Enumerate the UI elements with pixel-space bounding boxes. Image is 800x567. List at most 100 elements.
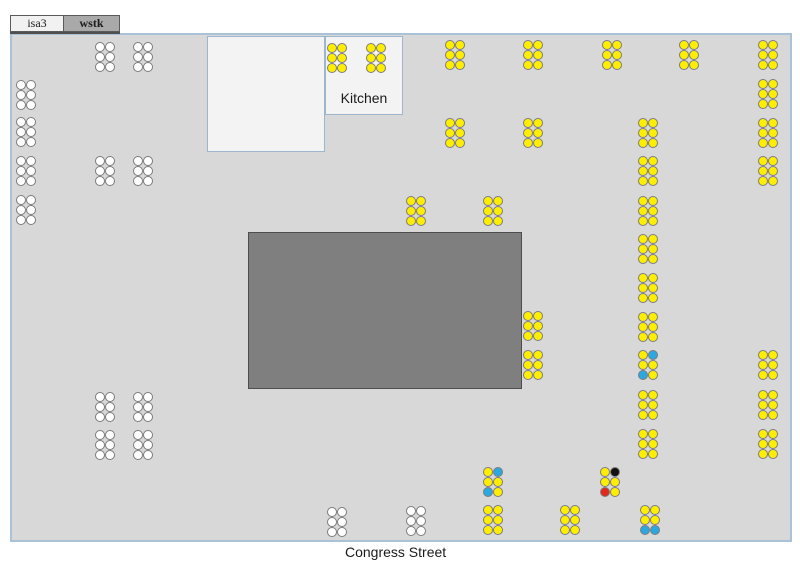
seat[interactable]: [768, 89, 778, 99]
table[interactable]: [133, 42, 153, 72]
seat[interactable]: [493, 525, 503, 535]
seat[interactable]: [758, 60, 768, 70]
seat[interactable]: [143, 52, 153, 62]
seat[interactable]: [105, 166, 115, 176]
seat[interactable]: [105, 430, 115, 440]
tab-wstk[interactable]: wstk: [64, 15, 120, 32]
seat[interactable]: [95, 166, 105, 176]
seat[interactable]: [105, 42, 115, 52]
table[interactable]: [638, 234, 658, 264]
table[interactable]: [638, 273, 658, 303]
seat[interactable]: [560, 525, 570, 535]
seat[interactable]: [16, 176, 26, 186]
seat[interactable]: [16, 156, 26, 166]
seat[interactable]: [105, 392, 115, 402]
seat[interactable]: [483, 515, 493, 525]
seat[interactable]: [327, 507, 337, 517]
seat[interactable]: [602, 60, 612, 70]
seat[interactable]: [133, 176, 143, 186]
seat[interactable]: [493, 477, 503, 487]
seat[interactable]: [95, 440, 105, 450]
seat[interactable]: [95, 52, 105, 62]
seat[interactable]: [406, 516, 416, 526]
seat[interactable]: [95, 62, 105, 72]
seat[interactable]: [758, 118, 768, 128]
seat[interactable]: [143, 166, 153, 176]
seat[interactable]: [26, 80, 36, 90]
seat[interactable]: [768, 156, 778, 166]
seat[interactable]: [26, 166, 36, 176]
seat[interactable]: [523, 50, 533, 60]
seat[interactable]: [133, 392, 143, 402]
seat[interactable]: [105, 62, 115, 72]
table[interactable]: [523, 40, 543, 70]
seat[interactable]: [612, 50, 622, 60]
seat[interactable]: [758, 40, 768, 50]
seat[interactable]: [143, 430, 153, 440]
seat[interactable]: [455, 128, 465, 138]
seat[interactable]: [638, 206, 648, 216]
seat[interactable]: [133, 42, 143, 52]
seat[interactable]: [493, 196, 503, 206]
seat[interactable]: [143, 392, 153, 402]
seat[interactable]: [376, 43, 386, 53]
seat[interactable]: [16, 215, 26, 225]
seat[interactable]: [758, 429, 768, 439]
seat[interactable]: [523, 138, 533, 148]
seat[interactable]: [768, 118, 778, 128]
table[interactable]: [758, 350, 778, 380]
seat[interactable]: [570, 525, 580, 535]
seat[interactable]: [600, 477, 610, 487]
seat[interactable]: [16, 90, 26, 100]
seat[interactable]: [493, 487, 503, 497]
seat[interactable]: [16, 80, 26, 90]
seat[interactable]: [26, 127, 36, 137]
seat[interactable]: [105, 156, 115, 166]
seat[interactable]: [455, 118, 465, 128]
seat[interactable]: [337, 527, 347, 537]
seat[interactable]: [768, 176, 778, 186]
seat[interactable]: [758, 89, 768, 99]
seat[interactable]: [533, 321, 543, 331]
seat[interactable]: [95, 412, 105, 422]
seat[interactable]: [648, 196, 658, 206]
seat[interactable]: [768, 40, 778, 50]
seat[interactable]: [493, 216, 503, 226]
seat[interactable]: [689, 40, 699, 50]
seat[interactable]: [638, 410, 648, 420]
seat[interactable]: [483, 216, 493, 226]
seat[interactable]: [648, 234, 658, 244]
seat[interactable]: [416, 516, 426, 526]
seat[interactable]: [638, 138, 648, 148]
seat[interactable]: [650, 525, 660, 535]
seat[interactable]: [105, 440, 115, 450]
seat[interactable]: [648, 293, 658, 303]
table[interactable]: [758, 118, 778, 148]
seat[interactable]: [638, 234, 648, 244]
seat[interactable]: [768, 439, 778, 449]
seat[interactable]: [758, 99, 768, 109]
seat[interactable]: [638, 156, 648, 166]
table[interactable]: [638, 156, 658, 186]
seat[interactable]: [648, 370, 658, 380]
seat[interactable]: [758, 79, 768, 89]
seat[interactable]: [26, 215, 36, 225]
seat[interactable]: [638, 283, 648, 293]
seat[interactable]: [758, 128, 768, 138]
seat[interactable]: [768, 449, 778, 459]
seat[interactable]: [376, 53, 386, 63]
seat[interactable]: [105, 176, 115, 186]
seat[interactable]: [327, 527, 337, 537]
seat[interactable]: [648, 156, 658, 166]
seat[interactable]: [16, 100, 26, 110]
seat[interactable]: [648, 216, 658, 226]
seat[interactable]: [600, 487, 610, 497]
table[interactable]: [16, 117, 36, 147]
seat[interactable]: [26, 117, 36, 127]
seat[interactable]: [95, 402, 105, 412]
seat[interactable]: [768, 138, 778, 148]
seat[interactable]: [143, 42, 153, 52]
table[interactable]: [445, 40, 465, 70]
seat[interactable]: [376, 63, 386, 73]
seat[interactable]: [455, 60, 465, 70]
